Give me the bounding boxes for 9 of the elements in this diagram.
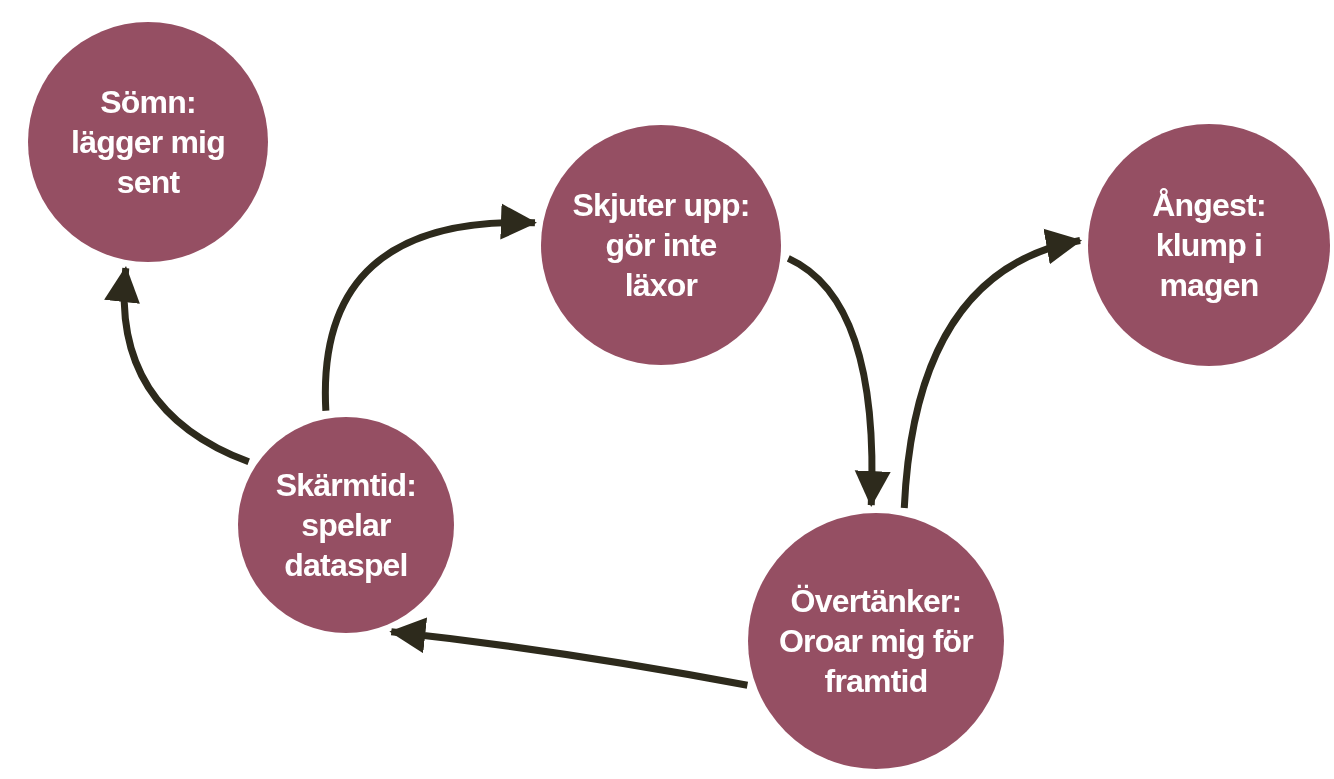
node-label: Skärmtid: spelar dataspel bbox=[274, 466, 418, 585]
node-label: Övertänker: Oroar mig för framtid bbox=[777, 582, 975, 701]
node-label: Sömn: lägger mig sent bbox=[70, 83, 226, 202]
curved-arrow bbox=[105, 266, 251, 466]
curved-arrow bbox=[786, 255, 891, 508]
curved-arrow bbox=[389, 617, 749, 689]
node-label: Ångest: klump i magen bbox=[1151, 186, 1267, 305]
node-label: Skjuter upp: gör inte läxor bbox=[571, 186, 751, 305]
curved-arrow bbox=[900, 230, 1082, 509]
